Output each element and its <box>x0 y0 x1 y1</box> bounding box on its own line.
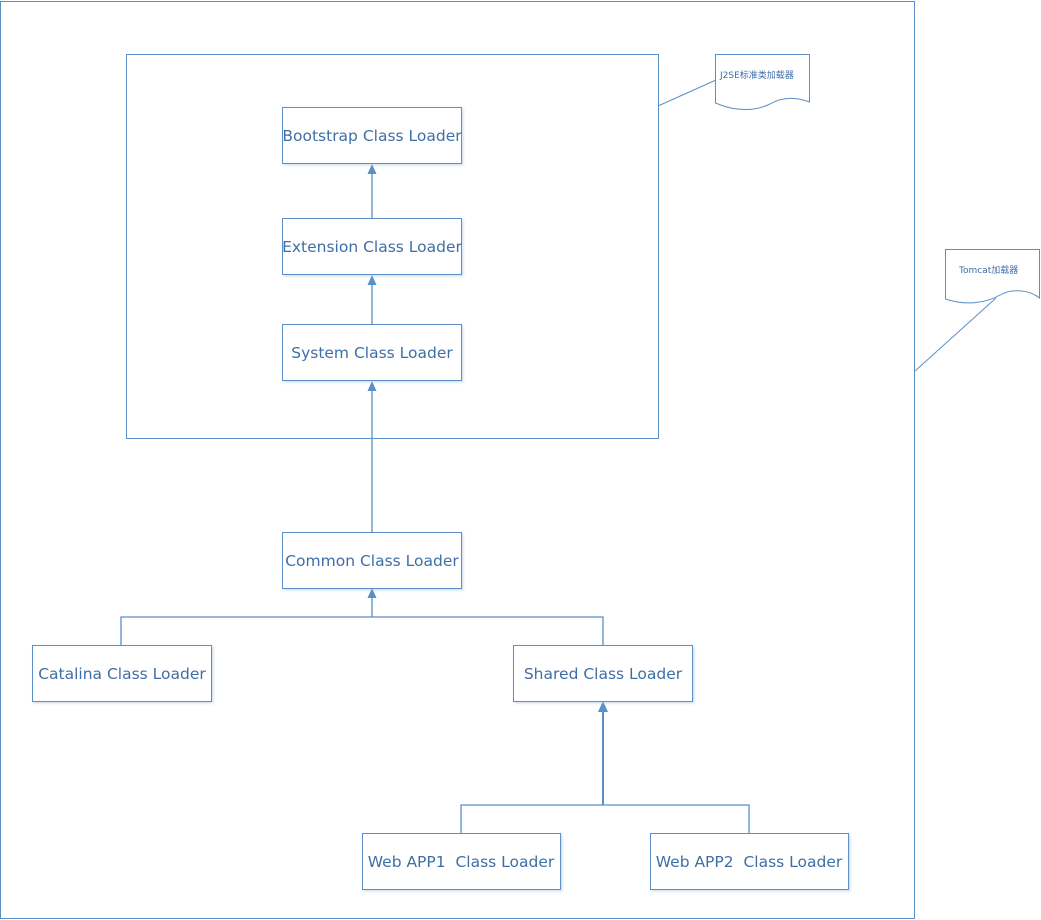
node-shared-label: Shared Class Loader <box>524 665 683 683</box>
j2se-frame <box>126 54 659 439</box>
arrowhead-system <box>367 381 377 391</box>
edge-webapp1-to-shared <box>460 804 603 833</box>
edges <box>120 164 750 833</box>
tomcat-note-label: Tomcat加载器 <box>958 264 1018 276</box>
arrowhead-common <box>367 588 377 598</box>
tomcat-note-callout <box>914 297 997 372</box>
node-webapp1 <box>362 833 561 890</box>
edge-webapp2-to-shared <box>603 804 750 833</box>
node-bootstrap <box>282 107 462 164</box>
node-catalina <box>32 645 212 702</box>
tomcat-frame <box>0 1 915 919</box>
node-system <box>282 324 462 381</box>
node-webapp2 <box>650 833 849 890</box>
node-system-label: System Class Loader <box>291 344 453 362</box>
node-extension <box>282 218 462 275</box>
node-extension-label: Extension Class Loader <box>282 238 462 256</box>
edge-shared-to-common <box>372 616 604 645</box>
node-catalina-label: Catalina Class Loader <box>38 665 206 683</box>
j2se-note <box>715 54 810 110</box>
node-webapp1-label: Web APP1 Class Loader <box>368 853 555 871</box>
j2se-note-callout <box>657 79 717 107</box>
arrowhead-shared <box>598 701 608 712</box>
node-webapp2-label: Web APP2 Class Loader <box>656 853 843 871</box>
arrowhead-extension <box>367 275 377 285</box>
node-bootstrap-label: Bootstrap Class Loader <box>282 127 462 145</box>
edge-catalina-to-common <box>120 616 372 645</box>
node-common-label: Common Class Loader <box>285 552 459 570</box>
j2se-note-label: J2SE标准类加载器 <box>719 69 794 81</box>
tomcat-note <box>945 249 1040 304</box>
node-common <box>282 532 462 589</box>
arrowhead-bootstrap <box>367 164 377 174</box>
node-shared <box>513 645 693 702</box>
